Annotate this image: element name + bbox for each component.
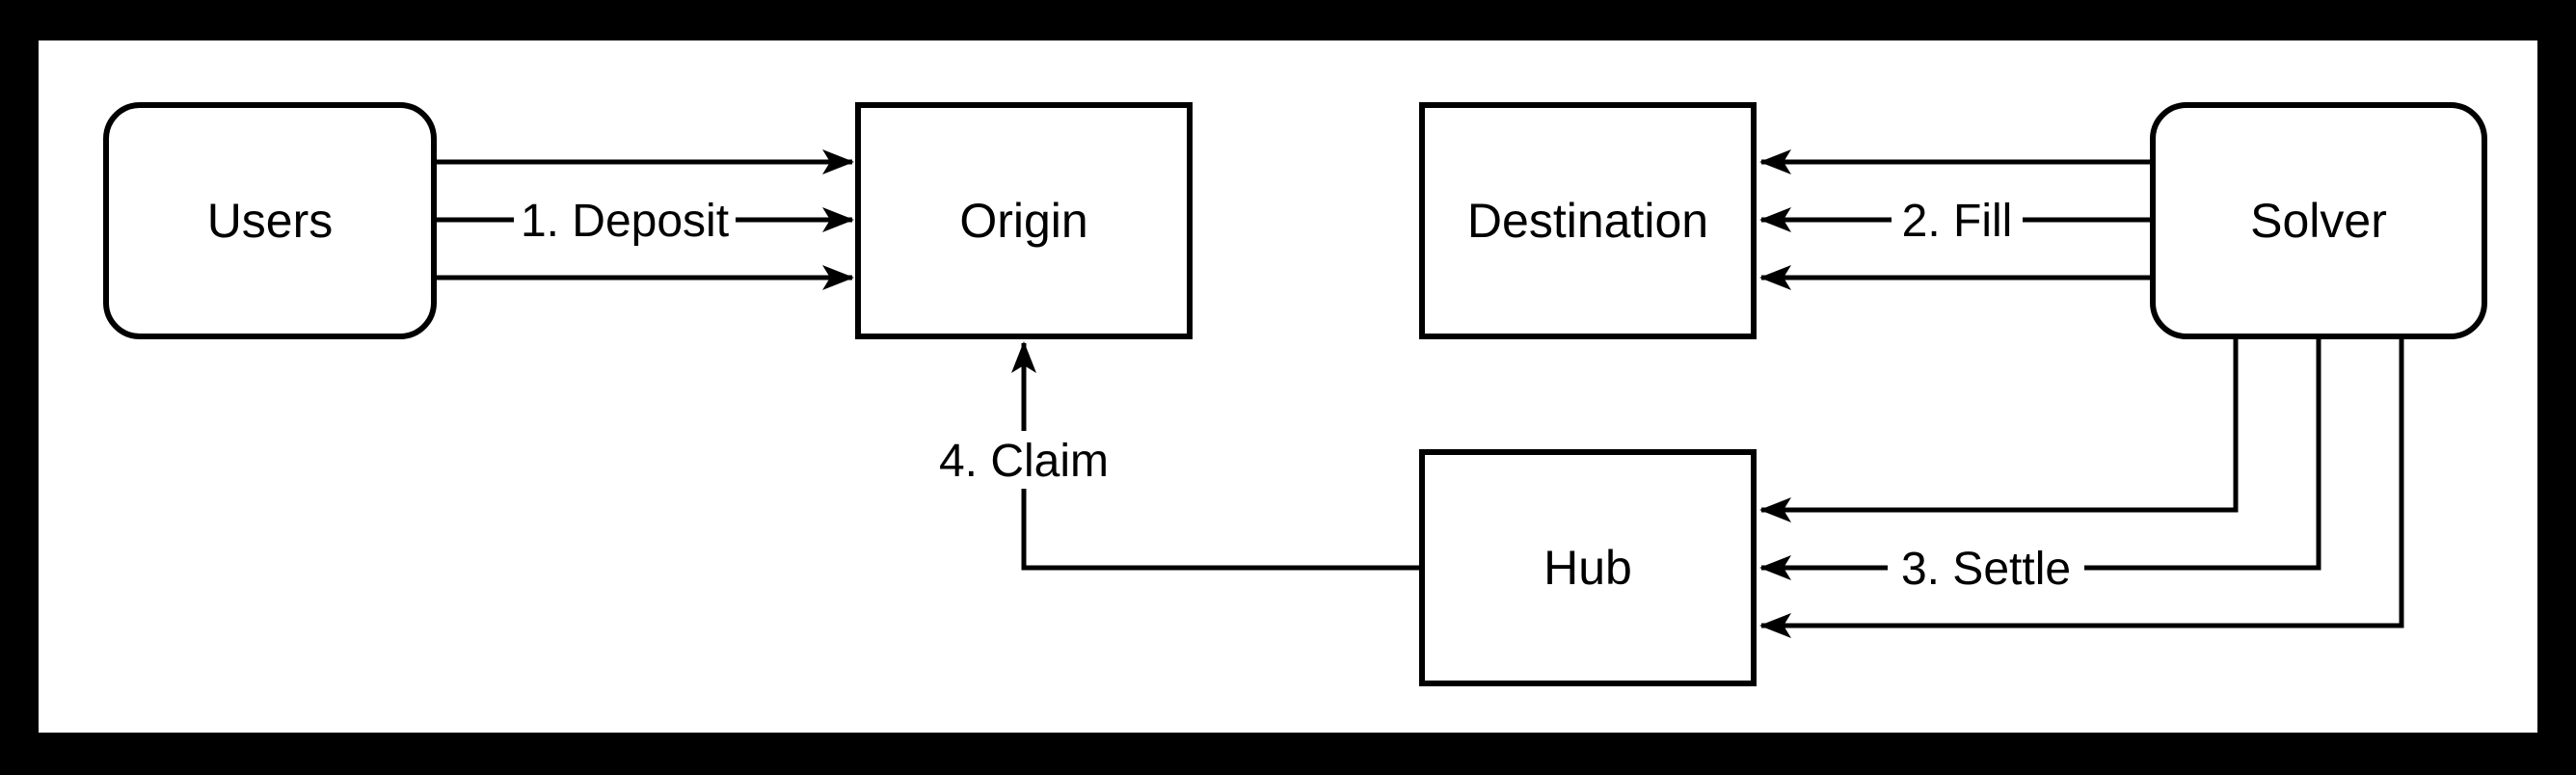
edge-claim: 4. Claim (937, 341, 1422, 571)
solver-label: Solver (2250, 194, 2387, 248)
users-label: Users (207, 194, 334, 248)
hub-label: Hub (1543, 541, 1632, 595)
fill-label-background (1892, 191, 2023, 249)
edge-fill: 2. Fill (1759, 149, 2153, 290)
users-box (103, 102, 437, 339)
deposit-label-background (514, 191, 736, 249)
node-destination: Destination (1419, 102, 1757, 339)
settle-label: 3. Settle (1901, 544, 2071, 595)
node-users: Users (103, 102, 437, 339)
destination-label: Destination (1467, 194, 1708, 248)
destination-box (1419, 102, 1757, 339)
hub-box (1419, 449, 1757, 686)
edge-deposit: 1. Deposit (434, 149, 854, 290)
origin-box (855, 102, 1193, 339)
settle-arrow-3 (1759, 336, 2404, 638)
edge-settle: 3. Settle (1759, 336, 2404, 638)
node-hub: Hub (1419, 449, 1757, 686)
origin-label: Origin (959, 194, 1087, 248)
node-solver: Solver (2150, 102, 2487, 339)
diagram-canvas (39, 40, 2537, 733)
settle-label-background (1888, 539, 2084, 597)
claim-arrow (1011, 341, 1422, 571)
settle-arrow-1 (1759, 336, 2239, 522)
deposit-label: 1. Deposit (521, 196, 729, 247)
claim-label-background (937, 431, 1111, 489)
node-origin: Origin (855, 102, 1193, 339)
fill-label: 2. Fill (1902, 196, 2013, 247)
solver-box (2150, 102, 2487, 339)
claim-label: 4. Claim (939, 436, 1109, 487)
